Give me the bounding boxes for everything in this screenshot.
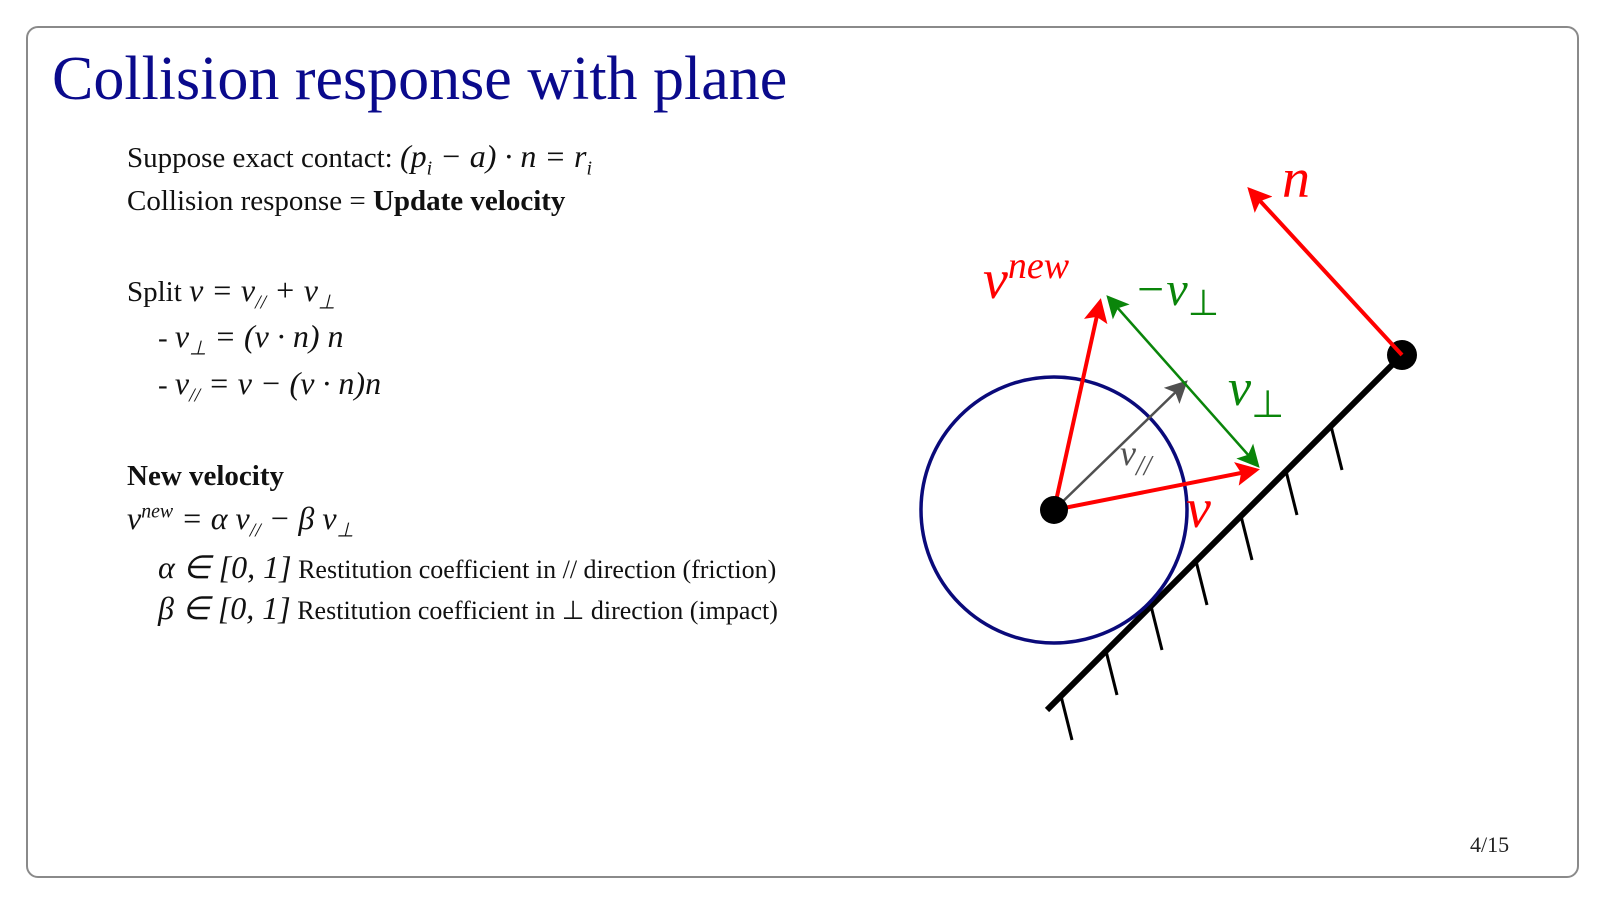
perp-line: - v⊥ = (v · n) n — [158, 318, 344, 360]
normal-arrow — [1247, 187, 1404, 357]
perp-equation: v⊥ = (v · n) n — [174, 318, 344, 360]
response-bold: Update velocity — [372, 185, 566, 217]
label-minus-v-perp: −v⊥ — [1134, 263, 1219, 323]
alpha-description: Restitution coefficient in // direction … — [291, 555, 777, 584]
response-line: Collision response = Update velocity — [127, 185, 565, 218]
par-equation: v// = v − (v · n)n — [174, 365, 382, 407]
beta-description: Restitution coefficient in ⊥ direction (… — [290, 596, 778, 625]
particle-circle — [919, 375, 1189, 645]
new-velocity-heading: New velocity — [127, 460, 285, 492]
label-v-perp: v⊥ — [1228, 360, 1284, 426]
slide-title: Collision response with plane — [52, 45, 788, 113]
alpha-math: α ∈ [0, 1] — [158, 549, 292, 585]
response-prefix: Collision response = — [127, 185, 373, 217]
contact-prefix: Suppose exact contact: — [127, 142, 400, 174]
page-number: 4/15 — [1470, 832, 1510, 857]
beta-math: β ∈ [0, 1] — [158, 590, 291, 626]
label-v-parallel: v// — [1120, 433, 1154, 482]
split-prefix: Split — [127, 276, 190, 308]
split-equation: v = v// + v⊥ — [189, 272, 336, 314]
alpha-line: α ∈ [0, 1] Restitution coefficient in //… — [158, 548, 776, 586]
v-arrow — [1053, 462, 1260, 512]
contact-line: Suppose exact contact: (pi − a) · n = ri — [127, 138, 592, 180]
split-line: Split v = v// + v⊥ — [127, 272, 335, 314]
label-v-new: vnew — [983, 245, 1070, 311]
particle-center — [1040, 496, 1068, 524]
v-new-arrow — [1052, 298, 1108, 511]
par-line: - v// = v − (v · n)n — [158, 365, 382, 407]
label-v: v — [1186, 478, 1211, 540]
label-n: n — [1282, 148, 1310, 210]
v-perp-arrows — [1106, 295, 1260, 468]
beta-line: β ∈ [0, 1] Restitution coefficient in ⊥ … — [158, 589, 778, 627]
new-velocity-equation: vnew = α v// − β v⊥ — [127, 500, 354, 542]
plane-hatch-ticks — [1059, 425, 1344, 741]
slide-frame — [26, 26, 1579, 878]
contact-equation: (pi − a) · n = ri — [400, 138, 592, 180]
